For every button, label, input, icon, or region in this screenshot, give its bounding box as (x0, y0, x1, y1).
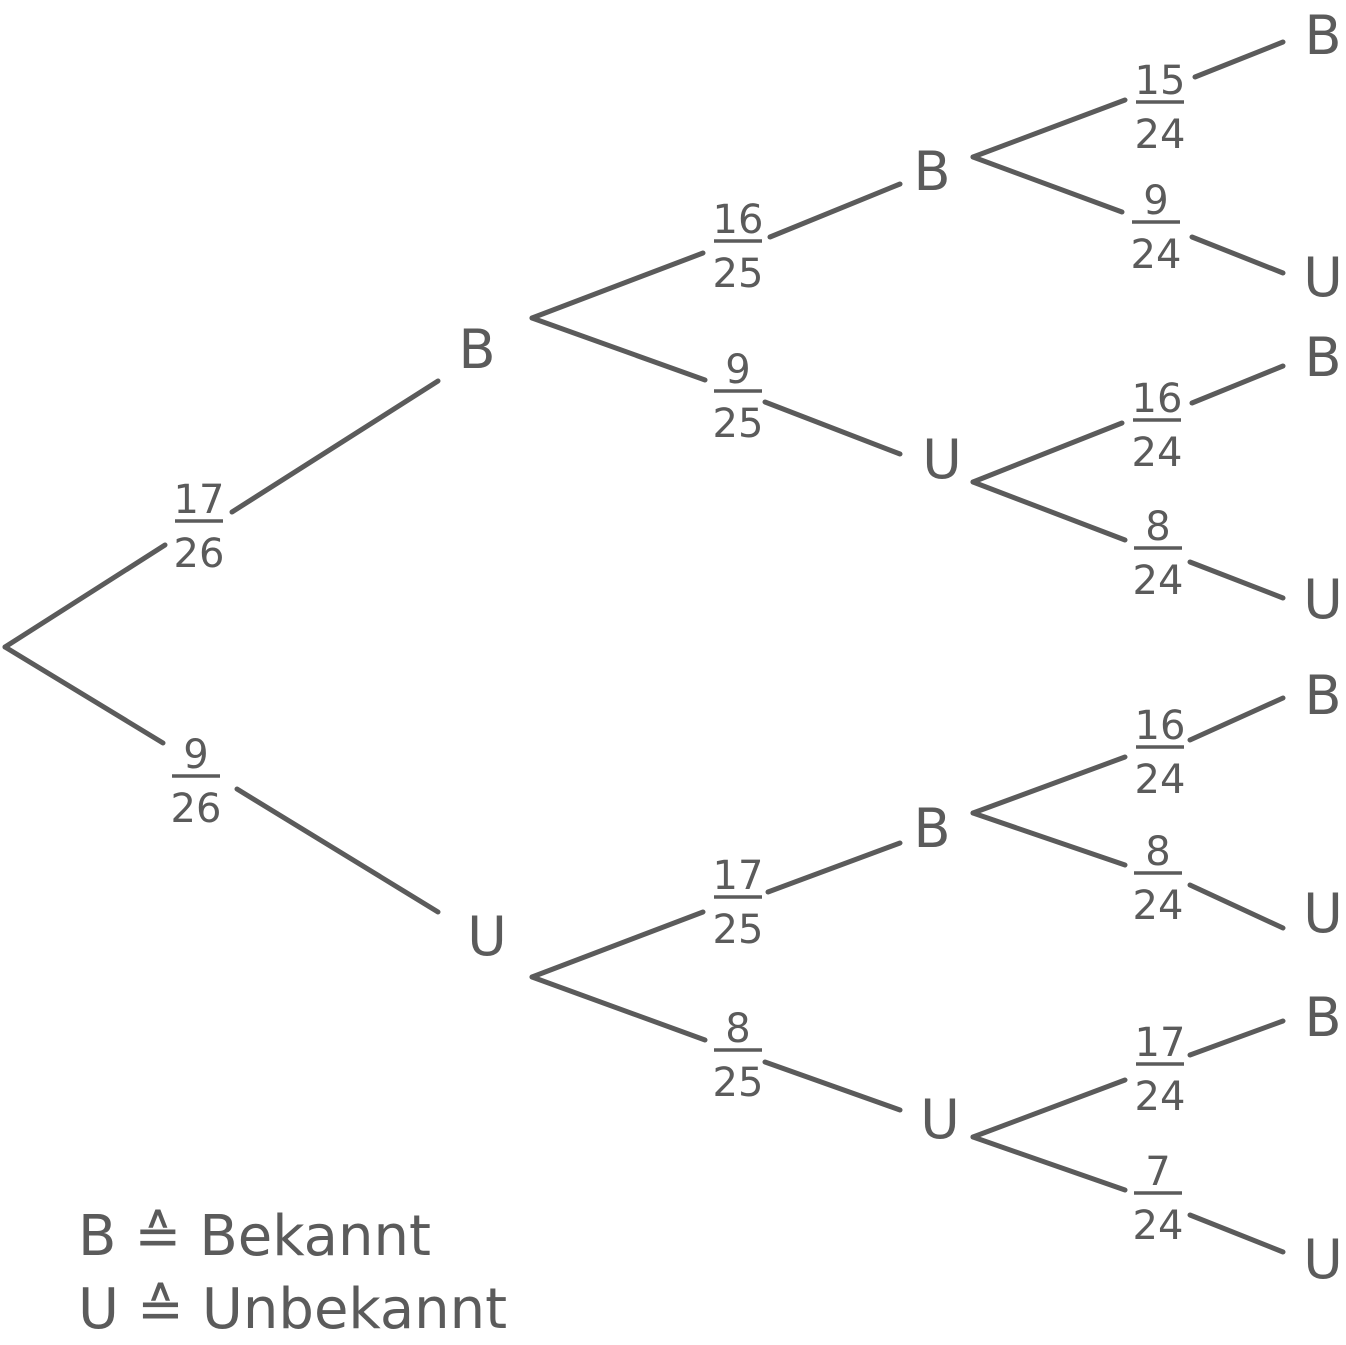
fraction-numerator: 8 (1145, 504, 1170, 550)
branch-segment (970, 420, 1125, 485)
branch-probability: 924 (1131, 178, 1182, 278)
tree-node-label: B (1304, 986, 1341, 1049)
branch-probability: 825 (713, 1006, 764, 1106)
branch-segment (234, 786, 441, 915)
branch-segment (767, 181, 903, 240)
tree-node-label: U (467, 905, 507, 968)
fraction-numerator: 7 (1145, 1149, 1170, 1195)
branch-probability: 926 (171, 732, 222, 832)
fraction-denominator: 25 (713, 907, 764, 953)
fraction-numerator: 8 (725, 1006, 750, 1052)
fraction-numerator: 15 (1135, 58, 1186, 104)
fraction-numerator: 16 (1135, 703, 1186, 749)
fraction-numerator: 17 (713, 853, 764, 899)
tree-node-label: U (922, 428, 962, 491)
fraction-numerator: 16 (713, 197, 764, 243)
branch-segment (970, 479, 1128, 543)
branch-segment (1187, 559, 1286, 601)
branch-probability: 724 (1133, 1149, 1184, 1249)
branch-segment (1189, 234, 1286, 276)
branch-probability: 824 (1133, 504, 1184, 604)
legend: B≙Bekannt U≙Unbekannt (78, 1204, 507, 1342)
fraction-denominator: 24 (1135, 1074, 1186, 1120)
branch-probability: 824 (1133, 829, 1184, 929)
branch-segment (529, 250, 706, 321)
fraction-denominator: 24 (1135, 112, 1186, 158)
tree-node-label: U (920, 1088, 960, 1151)
tree-node-label: U (1303, 568, 1343, 631)
fraction-denominator: 24 (1135, 757, 1186, 803)
tree-node-label: B (1304, 664, 1341, 727)
tree-node-label: B (913, 797, 950, 860)
fraction-denominator: 25 (713, 401, 764, 447)
branch-segment (529, 315, 708, 383)
branch-segment (970, 154, 1125, 215)
branch-segment (970, 1077, 1128, 1140)
branch-segment (2, 644, 166, 746)
branch-segment (970, 1134, 1128, 1193)
branch-segment (762, 399, 903, 457)
branch-probability: 925 (713, 347, 764, 447)
legend-row-u: U≙Unbekannt (78, 1277, 507, 1342)
fraction-denominator: 25 (713, 251, 764, 297)
branch-segment (1189, 363, 1286, 406)
tree-node-label: U (1303, 882, 1343, 945)
branch-segment (1187, 695, 1286, 743)
branch-segment (529, 974, 708, 1043)
branch-segment (1192, 39, 1286, 80)
tree-node-label: B (1304, 4, 1341, 67)
fraction-numerator: 9 (183, 732, 208, 778)
branch-segment (1187, 882, 1286, 931)
fraction-numerator: 9 (1143, 178, 1168, 224)
tree-node-label: U (1303, 1228, 1343, 1291)
branch-segment (529, 909, 706, 980)
tree-node-label: B (913, 140, 950, 203)
branch-segment (2, 542, 168, 650)
tree-node-label: U (1303, 246, 1343, 309)
fraction-numerator: 17 (1135, 1020, 1186, 1066)
fraction-denominator: 26 (174, 531, 225, 577)
branch-segment (1187, 1212, 1286, 1255)
fraction-denominator: 26 (171, 786, 222, 832)
branch-segment (970, 754, 1128, 816)
fraction-denominator: 24 (1133, 558, 1184, 604)
fraction-denominator: 24 (1131, 232, 1182, 278)
fraction-denominator: 24 (1133, 883, 1184, 929)
branch-segment (970, 97, 1128, 160)
branch-segment (762, 1059, 903, 1113)
fraction-numerator: 16 (1132, 376, 1183, 422)
tree-node-label: B (458, 318, 495, 381)
fraction-denominator: 24 (1132, 430, 1183, 476)
branch-segment (229, 378, 441, 515)
branch-segment (1187, 1018, 1286, 1058)
fraction-denominator: 25 (713, 1060, 764, 1106)
legend-row-b: B≙Bekannt (78, 1204, 431, 1269)
fraction-numerator: 8 (1145, 829, 1170, 875)
branch-segment (970, 810, 1128, 868)
fraction-denominator: 24 (1133, 1203, 1184, 1249)
tree-node-label: B (1304, 326, 1341, 389)
fraction-numerator: 9 (725, 347, 750, 393)
branch-segment (765, 840, 903, 895)
fraction-numerator: 17 (174, 477, 225, 523)
